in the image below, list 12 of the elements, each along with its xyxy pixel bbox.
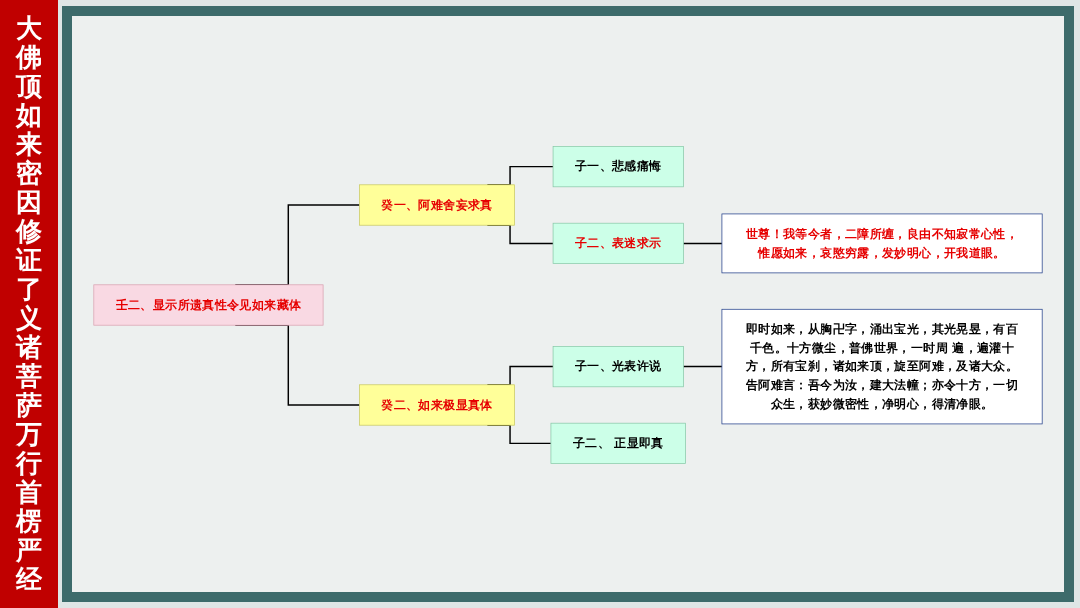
node-box: 癸一、阿难舍妄求真	[359, 184, 515, 226]
node-box: 壬二、显示所遗真性令见如来藏体	[93, 284, 324, 326]
connector	[682, 365, 723, 368]
node-box: 子二、表迷求示	[552, 222, 684, 264]
node-box: 癸二、如来极显真体	[359, 384, 515, 426]
node-box: 世尊！我等今者，二障所缠，良由不知寂常心性，惟愿如来，哀愍穷露，发妙明心，开我道眼。	[721, 213, 1043, 274]
node-box: 子二、 正显即真	[550, 422, 686, 464]
node-box: 子一、悲感痛悔	[552, 146, 684, 188]
title: 大佛顶如来密因修证了义诸菩萨万行首楞严经	[15, 14, 43, 594]
node-box: 即时如来，从胸卍字，涌出宝光，其光晃昱，有百千色。十方微尘，普佛世界，一时周 遍，遍灌十方，所有宝刹，诸如来顶，旋至阿难，及诸大众。 告阿难言：吾今为汝，建大法幢；亦令十方，一切众生，获妙微密性，净明心，得清净眼。	[721, 308, 1043, 425]
connector	[682, 242, 723, 245]
node-box: 子一、光表许说	[552, 346, 684, 388]
